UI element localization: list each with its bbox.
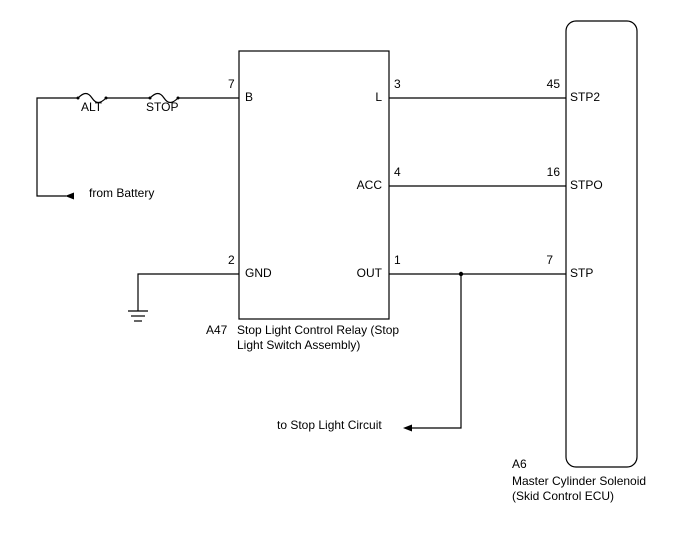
to-stop-light-label: to Stop Light Circuit xyxy=(277,418,382,432)
fuse-alt-label: ALT xyxy=(81,100,103,114)
pin-b-number: 7 xyxy=(228,77,235,91)
pin-acc-number: 4 xyxy=(394,165,401,179)
pin-l-label: L xyxy=(375,90,382,104)
pin-b-label: B xyxy=(245,90,253,104)
wire-to-stop-light xyxy=(412,274,462,429)
relay-code: A47 xyxy=(206,323,228,337)
pin-stpo-label: STPO xyxy=(570,178,603,192)
ecu-box xyxy=(565,20,638,468)
from-battery-arrow-icon xyxy=(65,192,74,200)
pin-stp2-label: STP2 xyxy=(570,90,600,104)
fuse-stop-icon xyxy=(148,92,180,104)
relay-name-line2: Light Switch Assembly) xyxy=(237,338,360,352)
pin-stp-label: STP xyxy=(570,266,593,280)
from-battery-label: from Battery xyxy=(89,186,154,200)
pin-out-number: 1 xyxy=(394,253,401,267)
ecu-code: A6 xyxy=(512,457,527,471)
pin-l-number: 3 xyxy=(394,77,401,91)
pin-gnd-label: GND xyxy=(245,266,272,280)
pin-stp2-number: 45 xyxy=(547,77,561,91)
ecu-name-line1: Master Cylinder Solenoid xyxy=(512,474,646,488)
pin-gnd-number: 2 xyxy=(228,253,235,267)
ground-wire xyxy=(137,273,239,311)
fuse-alt-icon xyxy=(76,92,108,104)
pin-stp-number: 7 xyxy=(546,253,553,267)
pin-out-label: OUT xyxy=(357,266,383,280)
relay-box xyxy=(238,50,390,320)
battery-feed-wire xyxy=(36,97,239,197)
pin-stpo-number: 16 xyxy=(547,165,561,179)
to-stop-light-arrow-icon xyxy=(403,424,412,432)
ground-icon xyxy=(128,310,148,322)
pin-acc-label: ACC xyxy=(357,178,383,192)
ecu-name-line2: (Skid Control ECU) xyxy=(512,489,614,503)
fuse-stop-label: STOP xyxy=(146,100,178,114)
relay-name-line1: Stop Light Control Relay (Stop xyxy=(237,323,399,337)
